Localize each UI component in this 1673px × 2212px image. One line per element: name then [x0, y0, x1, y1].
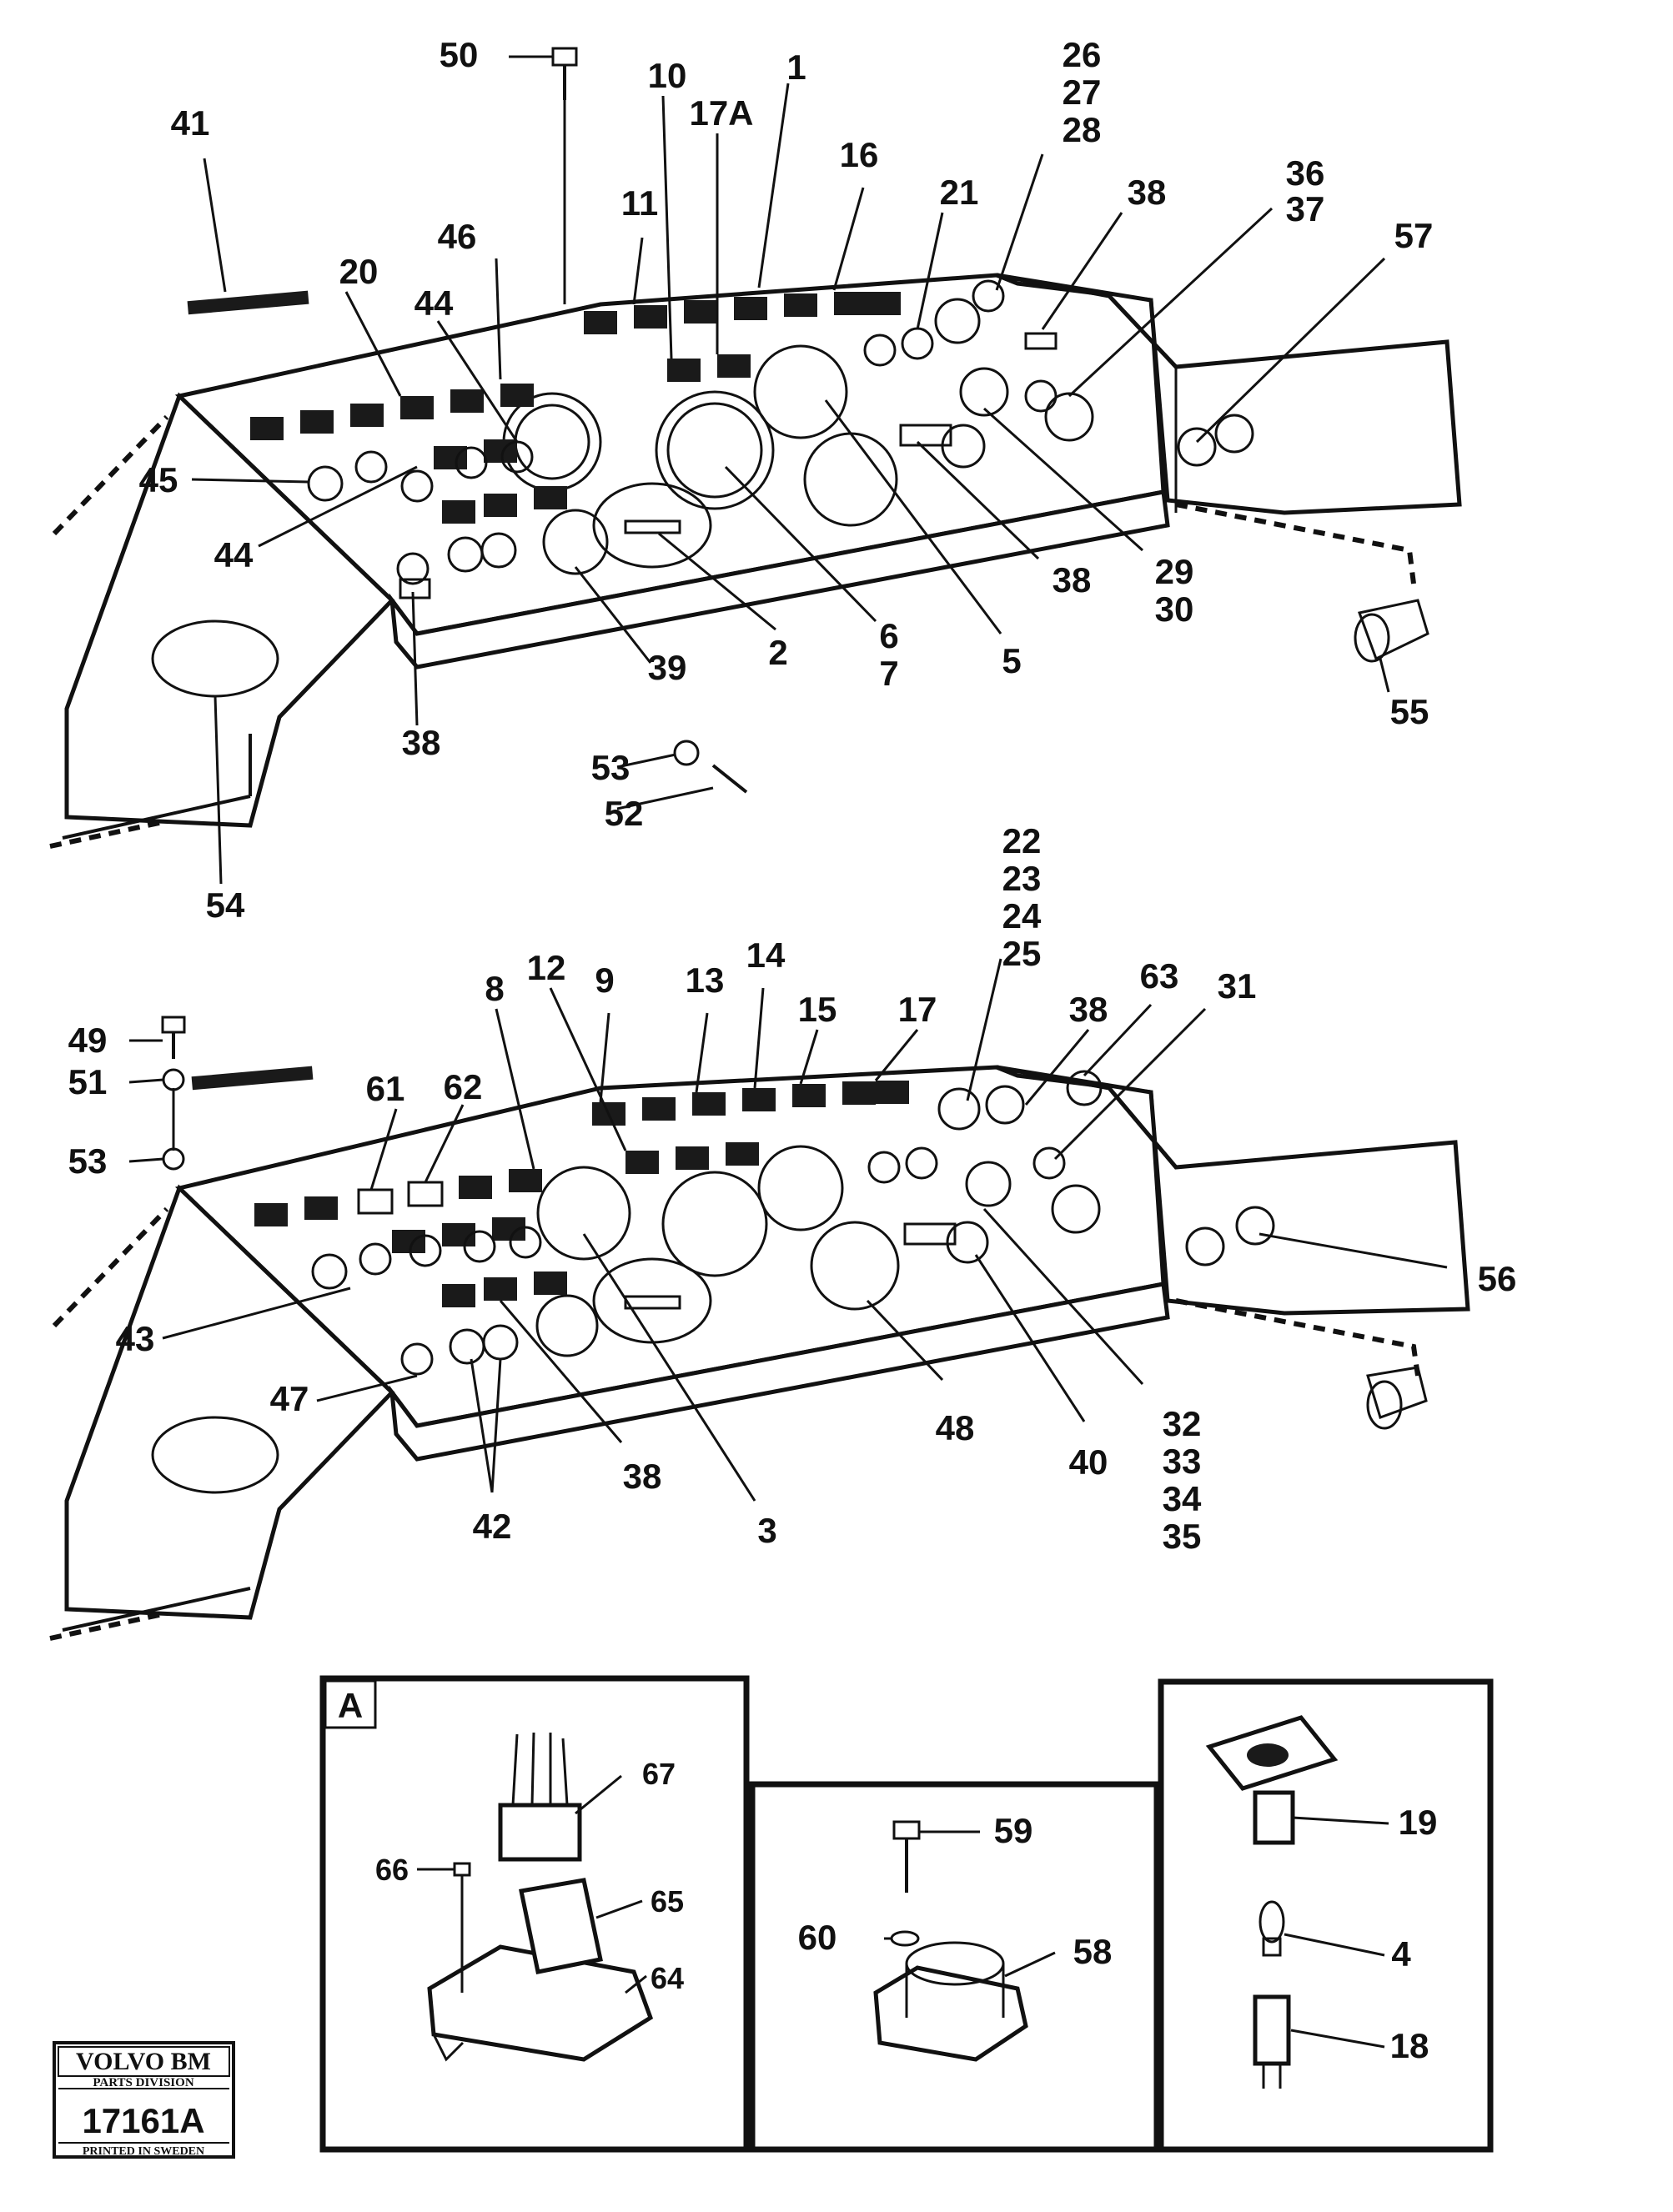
upper-part-label: 52	[605, 794, 644, 833]
upper-part-label: 53	[591, 748, 631, 787]
lower-part-label: 56	[1478, 1259, 1517, 1298]
upper-part-label: 41	[171, 103, 210, 143]
lower-part-label: 23	[1002, 859, 1042, 898]
upper-instrument-panel	[49, 47, 1462, 849]
upper-part-label: 17A	[689, 93, 753, 133]
lower-part-label: 8	[485, 969, 504, 1008]
lower-part-label: 63	[1140, 956, 1179, 996]
lower-part-label: 35	[1163, 1517, 1202, 1556]
upper-part-label: 39	[648, 648, 687, 687]
lower-part-label: 12	[527, 948, 566, 987]
lower-part-label: 48	[936, 1408, 975, 1447]
detail-a-part-label: 66	[375, 1853, 409, 1887]
lower-part-label: 38	[1069, 990, 1108, 1029]
detail-box-a	[319, 1675, 750, 2153]
lower-part-label: 22	[1002, 821, 1042, 860]
upper-part-label: 21	[940, 173, 979, 212]
detail-a-part-label: 64	[651, 1961, 684, 1995]
lower-part-label: 43	[116, 1319, 155, 1358]
lower-part-label: 13	[686, 961, 725, 1000]
upper-part-label: 6	[879, 616, 898, 655]
lower-part-label: 53	[68, 1141, 108, 1181]
upper-part-label: 27	[1063, 73, 1102, 112]
lower-part-label: 40	[1069, 1442, 1108, 1482]
lower-part-label: 49	[68, 1021, 108, 1060]
detail-box-c	[1158, 1678, 1494, 2153]
detail-a-title: A	[338, 1686, 363, 1725]
upper-part-label: 10	[648, 56, 687, 95]
detail-b-part-label: 60	[798, 1918, 837, 1957]
upper-part-label: 28	[1063, 110, 1102, 149]
upper-part-label: 36	[1286, 153, 1325, 193]
upper-part-label: 2	[768, 633, 787, 672]
lower-part-label: 61	[366, 1069, 405, 1108]
lower-instrument-panel	[49, 1016, 1470, 1641]
upper-part-label: 45	[139, 460, 178, 499]
upper-part-label: 1	[786, 48, 806, 87]
upper-part-label: 57	[1394, 216, 1434, 255]
detail-c-part-label: 4	[1391, 1934, 1411, 1974]
upper-part-label: 11	[621, 183, 658, 223]
upper-leader-lines	[191, 55, 1390, 885]
upper-part-label: 38	[402, 723, 441, 762]
upper-part-label: 44	[414, 283, 454, 323]
upper-part-label: 20	[339, 252, 379, 291]
upper-part-label: 16	[840, 135, 879, 174]
lower-part-label: 62	[444, 1067, 483, 1106]
upper-part-label: 5	[1002, 641, 1021, 680]
lower-part-label: 51	[68, 1062, 108, 1101]
detail-a-part-label: 65	[651, 1884, 684, 1919]
lower-part-label: 24	[1002, 896, 1042, 935]
lower-part-label: 38	[623, 1457, 662, 1496]
lower-part-label: 33	[1163, 1442, 1202, 1481]
upper-part-label: 37	[1286, 189, 1325, 228]
logo-printed: PRINTED IN SWEDEN	[83, 2145, 204, 2158]
upper-part-label: 50	[440, 35, 479, 74]
lower-part-label: 3	[757, 1511, 776, 1550]
upper-part-label: 38	[1053, 560, 1092, 599]
detail-a-part-label: 67	[642, 1757, 676, 1791]
lower-part-label: 31	[1218, 966, 1257, 1006]
detail-b-part-label: 59	[994, 1811, 1033, 1850]
lower-leader-lines	[128, 958, 1448, 1502]
upper-part-label: 38	[1128, 173, 1167, 212]
upper-part-label: 46	[438, 217, 477, 256]
lower-part-label: 34	[1163, 1479, 1202, 1518]
upper-part-label: 44	[214, 535, 254, 574]
upper-part-label: 55	[1390, 692, 1429, 731]
upper-part-label: 26	[1063, 35, 1102, 74]
upper-part-label: 54	[206, 885, 245, 925]
detail-b-part-label: 58	[1073, 1932, 1113, 1971]
logo-division: PARTS DIVISION	[93, 2076, 193, 2089]
detail-c-part-label: 18	[1390, 2026, 1429, 2065]
volvo-bm-logo	[53, 2041, 235, 2159]
upper-part-label: 7	[879, 654, 898, 693]
lower-part-label: 17	[898, 990, 937, 1029]
lower-part-label: 42	[473, 1507, 512, 1546]
lower-part-label: 47	[270, 1379, 309, 1418]
detail-box-b	[749, 1781, 1160, 2153]
upper-part-label: 29	[1155, 552, 1194, 591]
detail-c-part-label: 19	[1399, 1803, 1438, 1842]
lower-part-label: 14	[746, 935, 786, 975]
lower-part-label: 15	[798, 990, 837, 1029]
lower-part-label: 32	[1163, 1404, 1202, 1443]
logo-number: 17161A	[82, 2101, 204, 2140]
logo-brand: VOLVO BM	[76, 2048, 211, 2075]
upper-part-label: 30	[1155, 589, 1194, 629]
lower-part-label: 25	[1002, 934, 1042, 973]
lower-part-label: 9	[595, 961, 614, 1000]
